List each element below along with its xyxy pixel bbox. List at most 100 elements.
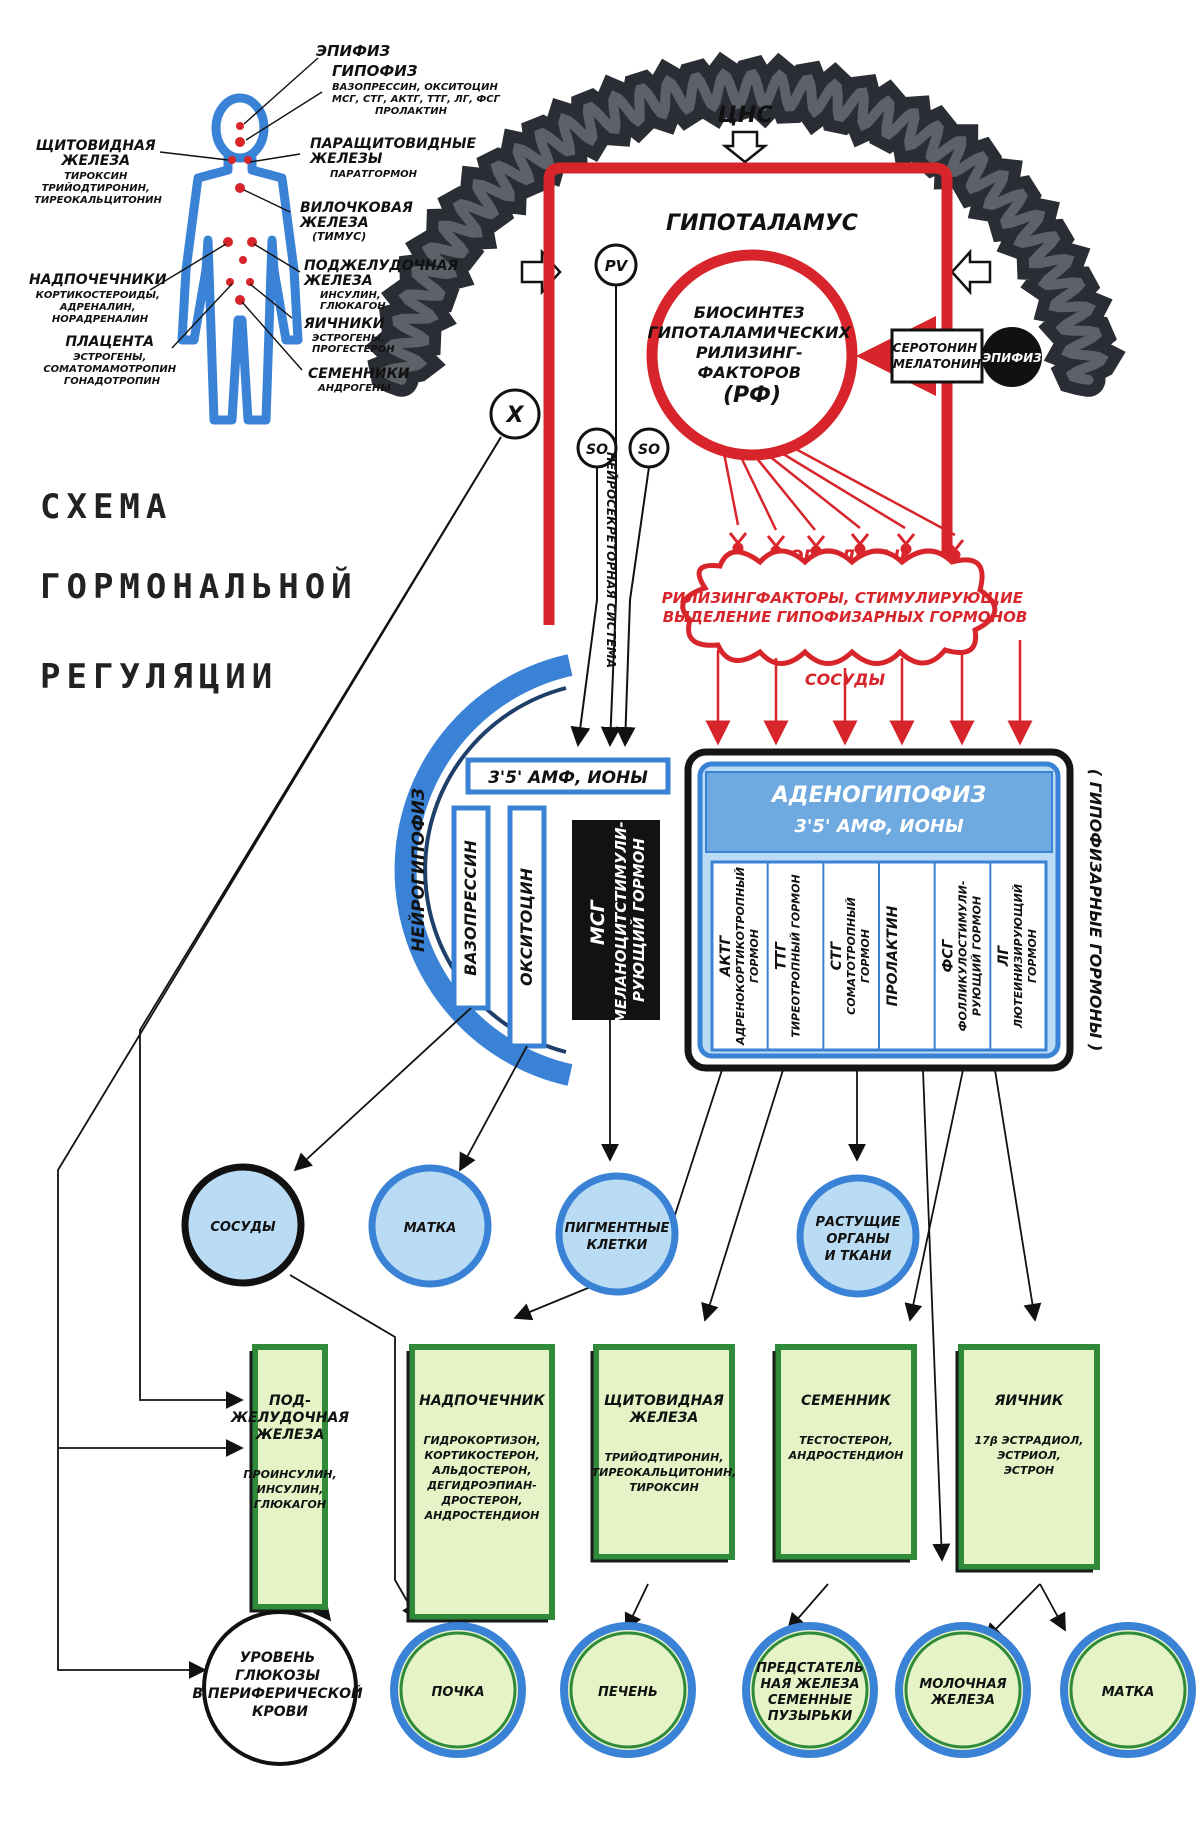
vasopressin-label: ВАЗОПРЕССИН bbox=[461, 839, 480, 975]
epiphysis-node-label: ЭПИФИЗ bbox=[982, 351, 1042, 365]
msg-label: МСГ МЕЛАНОЦИТСТИМУЛИ- РУЮЩИЙ ГОРМОН bbox=[587, 816, 648, 1024]
organ-circle-ring bbox=[904, 1631, 1022, 1749]
releasing-cloud bbox=[680, 548, 998, 666]
gland-box bbox=[252, 1344, 328, 1610]
organ-label: ПОЧКА bbox=[431, 1685, 484, 1700]
glucose-circle bbox=[202, 1610, 358, 1766]
body-label-pancreas: ПОДЖЕЛУДОЧНАЯ ЖЕЛЕЗА ИНСУЛИН, ГЛЮКАГОН bbox=[303, 258, 463, 312]
cns-label: ЦНС bbox=[718, 103, 773, 128]
portal-down-arrows bbox=[705, 640, 1033, 746]
hypothalamus-label: ГИПОТАЛАМУС bbox=[666, 211, 858, 236]
biosynthesis-label: БИОСИНТЕЗ ГИПОТАЛАМИЧЕСКИХ РИЛИЗИНГ- ФАК… bbox=[648, 303, 857, 408]
epiphysis-node bbox=[982, 327, 1042, 387]
target-circle bbox=[368, 1164, 492, 1288]
neurosecretory-line-so2 bbox=[615, 466, 650, 747]
amp-neuro-label: 3'5' АМФ, ИОНЫ bbox=[488, 768, 648, 788]
target-circle bbox=[555, 1172, 679, 1296]
releasing-arrows bbox=[722, 445, 956, 537]
adenohypophysis-head bbox=[705, 771, 1053, 853]
pv-label: PV bbox=[605, 257, 629, 275]
cns-arrow-icon bbox=[721, 130, 769, 164]
so-label-1: SO bbox=[586, 442, 608, 458]
serotonin-box bbox=[890, 328, 984, 384]
gland-box-shadow bbox=[955, 1351, 1093, 1573]
gland-dots bbox=[223, 122, 257, 305]
body-label-ovaries: ЯИЧНИКИ ЭСТРОГЕНЫ, ПРОГЕСТЕРОН bbox=[303, 316, 395, 355]
so-label-2: SO bbox=[638, 442, 660, 458]
glucose-label: УРОВЕНЬ ГЛЮКОЗЫ В ПЕРИФЕРИЧЕСКОЙ КРОВИ bbox=[192, 1650, 367, 1720]
amp-adeno-label: 3'5' АМФ, ИОНЫ bbox=[794, 816, 964, 837]
organ-circle-ring bbox=[751, 1631, 869, 1749]
gland-name: ЯИЧНИК bbox=[994, 1393, 1064, 1409]
title-line-1: СХЕМА bbox=[40, 487, 172, 527]
hormone-label: ТТГТИРЕОТРОПНЫЙ ГОРМОН bbox=[774, 874, 803, 1037]
gland-name: НАДПОЧЕЧНИК bbox=[419, 1393, 545, 1409]
gland-box-shadow bbox=[590, 1351, 728, 1563]
gland-products: ТЕСТОСТЕРОН,АНДРОСТЕНДИОН bbox=[788, 1434, 904, 1462]
organ-circle bbox=[1060, 1622, 1196, 1758]
gland-products: ПРОИНСУЛИН,ИНСУЛИН,ГЛЮКАГОН bbox=[243, 1468, 336, 1511]
body-label-testes: СЕМЕННИКИ АНДРОГЕНЫ bbox=[308, 366, 415, 394]
pituitary-hormones-label: ( ГИПОФИЗАРНЫЕ ГОРМОНЫ ) bbox=[1086, 769, 1105, 1052]
neurosecretory-line-so1 bbox=[570, 467, 598, 747]
organ-circle bbox=[560, 1622, 696, 1758]
hypothalamus-frame bbox=[543, 162, 953, 625]
hormone-label: ФСГФОЛЛИКУЛОСТИМУЛИ-РУЮЩИЙ ГОРМОН bbox=[941, 881, 984, 1032]
body-label-thymus: ВИЛОЧКОВАЯ ЖЕЛЕЗА (ТИМУС) bbox=[299, 200, 418, 243]
title-line-3: РЕГУЛЯЦИИ bbox=[40, 657, 278, 697]
gland-box-shadow bbox=[249, 1351, 321, 1613]
x-node bbox=[489, 388, 541, 440]
adenohypophysis-label: АДЕНОГИПОФИЗ bbox=[770, 783, 986, 808]
target-label: СОСУДЫ bbox=[210, 1220, 276, 1235]
neurohypophysis-arc bbox=[394, 654, 573, 1086]
x-label: X bbox=[505, 403, 525, 428]
neurohypophysis-arc-shadow bbox=[423, 686, 567, 1054]
msg-box bbox=[572, 820, 660, 1020]
organ-circle-ring bbox=[399, 1631, 517, 1749]
organ-label: ПЕЧЕНЬ bbox=[598, 1685, 658, 1700]
gland-box-shadow bbox=[406, 1351, 548, 1623]
gland-box bbox=[775, 1344, 917, 1560]
body-label-placenta: ПЛАЦЕНТА ЭСТРОГЕНЫ, СОМАТОМАМОТРОПИН ГОН… bbox=[43, 334, 180, 387]
gland-box bbox=[409, 1344, 555, 1620]
cortex-arch-inner bbox=[381, 68, 1109, 385]
target-circle bbox=[181, 1163, 305, 1287]
organ-circle bbox=[390, 1622, 526, 1758]
hormone-label: АКТГАДРЕНОКОРТИКОТРОПНЫЙГОРМОН bbox=[718, 867, 761, 1046]
body-pointer-lines bbox=[149, 57, 323, 371]
neurosecretory-line-pv bbox=[600, 285, 621, 747]
gland-box-shadow bbox=[772, 1351, 910, 1563]
amp-neuro-box bbox=[465, 757, 671, 795]
title-line-2: ГОРМОНАЛЬНОЙ bbox=[40, 566, 358, 607]
body-label-parathyroid: ПАРАЩИТОВИДНЫЕ ЖЕЛЕЗЫ ПАРАТГОРМОН bbox=[309, 136, 481, 180]
body-label-thyroid: ЩИТОВИДНАЯ ЖЕЛЕЗА ТИРОКСИН ТРИЙОДТИРОНИН… bbox=[34, 138, 162, 206]
gland-box bbox=[958, 1344, 1100, 1570]
organ-label: МАТКА bbox=[1102, 1685, 1155, 1700]
serotonin-label: СЕРОТОНИН МЕЛАТОНИН bbox=[893, 341, 982, 371]
body-label-epiphysis: ЭПИФИЗ bbox=[316, 42, 391, 60]
gland-box bbox=[593, 1344, 735, 1560]
oxytocin-label: ОКСИТОЦИН bbox=[517, 867, 536, 986]
target-label: МАТКА bbox=[404, 1221, 457, 1236]
neurosecretory-label: НЕЙРОСЕКРЕТОРНАЯ СИСТЕМА bbox=[604, 452, 619, 668]
gland-name: СЕМЕННИК bbox=[801, 1393, 891, 1409]
organ-circle-ring bbox=[569, 1631, 687, 1749]
hormone-columns: АКТГАДРЕНОКОРТИКОТРОПНЫЙГОРМОН ТТГТИРЕОТР… bbox=[718, 862, 1039, 1050]
body-label-hypophysis: ГИПОФИЗ ВАЗОПРЕССИН, ОКСИТОЦИН МСГ, СТГ,… bbox=[332, 62, 505, 117]
releasing-label: РИЛИЗИНГФАКТОРЫ, СТИМУЛИРУЮЩИЕ ВЫДЕЛЕНИЕ… bbox=[662, 589, 1028, 626]
body-label-adrenal: НАДПОЧЕЧНИКИ КОРТИКОСТЕРОИДЫ, АДРЕНАЛИН,… bbox=[29, 272, 171, 325]
target-circle bbox=[796, 1174, 920, 1298]
connection-arrows bbox=[57, 436, 1066, 1679]
right-input-arrow-icon bbox=[950, 248, 992, 296]
biosynthesis-circle bbox=[646, 249, 858, 461]
neurohypophysis-label: НЕЙРОГИПОФИЗ bbox=[407, 788, 429, 952]
